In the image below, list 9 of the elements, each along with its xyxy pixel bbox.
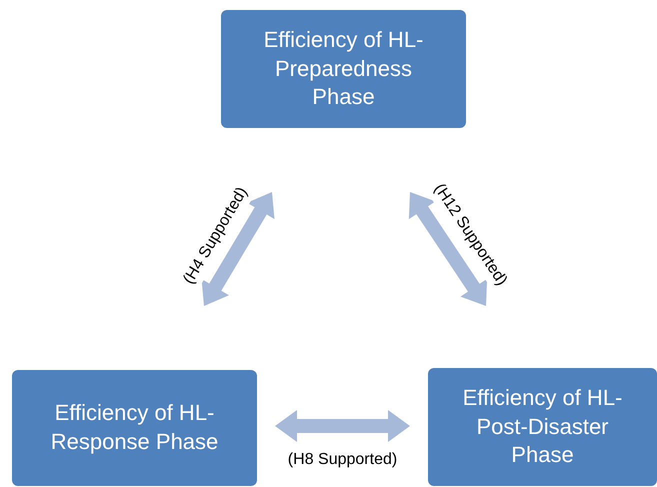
double-arrow <box>275 410 410 442</box>
phase-box <box>12 370 257 486</box>
phase-label: Efficiency of HL-Preparedness Phase <box>262 26 424 112</box>
phase-label: Efficiency of HL-Post-Disaster Phase <box>462 384 624 470</box>
double-arrow <box>202 192 274 306</box>
phase-label: Efficiency of HL-Response Phase <box>50 399 220 456</box>
phase-box <box>221 10 466 128</box>
double-arrow <box>408 192 488 306</box>
phase-box <box>428 368 657 486</box>
